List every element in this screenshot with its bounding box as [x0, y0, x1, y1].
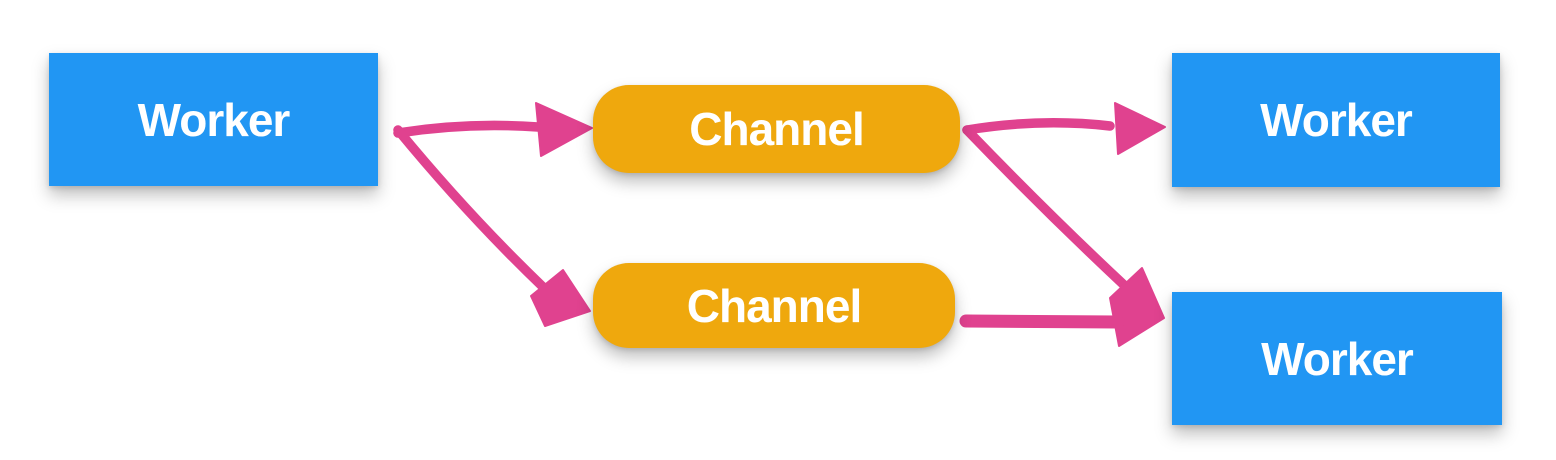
edge-line [393, 125, 548, 292]
edge-line [962, 125, 1129, 290]
edge-line [959, 314, 1125, 329]
channel-node-top-label: Channel [689, 103, 864, 155]
worker-node-right-top-label: Worker [1260, 94, 1413, 146]
edge-worker-left-to-channel-bottom [393, 125, 591, 327]
arrowhead-icon [1114, 102, 1166, 155]
edge-line [393, 120, 543, 138]
arrowhead-icon [535, 102, 593, 157]
worker-node-left-label: Worker [137, 93, 291, 146]
channel-node-bottom: Channel [593, 263, 955, 348]
arrowhead-icon [530, 269, 591, 327]
edge-channel-top-to-worker-right-bottom [962, 125, 1165, 347]
edge-line [962, 118, 1115, 135]
arrowhead-icon [1109, 267, 1165, 347]
edge-channel-top-to-worker-right-top [962, 102, 1166, 155]
worker-node-left: Worker [49, 53, 378, 186]
worker-node-right-bottom-label: Worker [1261, 332, 1414, 385]
worker-node-right-top: Worker [1172, 53, 1500, 187]
channel-node-top: Channel [593, 85, 960, 173]
channel-node-bottom-label: Channel [686, 279, 862, 332]
worker-node-right-bottom: Worker [1172, 292, 1502, 425]
edge-channel-bottom-to-worker-right-bottom [959, 314, 1125, 329]
edge-worker-left-to-channel-top [393, 102, 593, 157]
